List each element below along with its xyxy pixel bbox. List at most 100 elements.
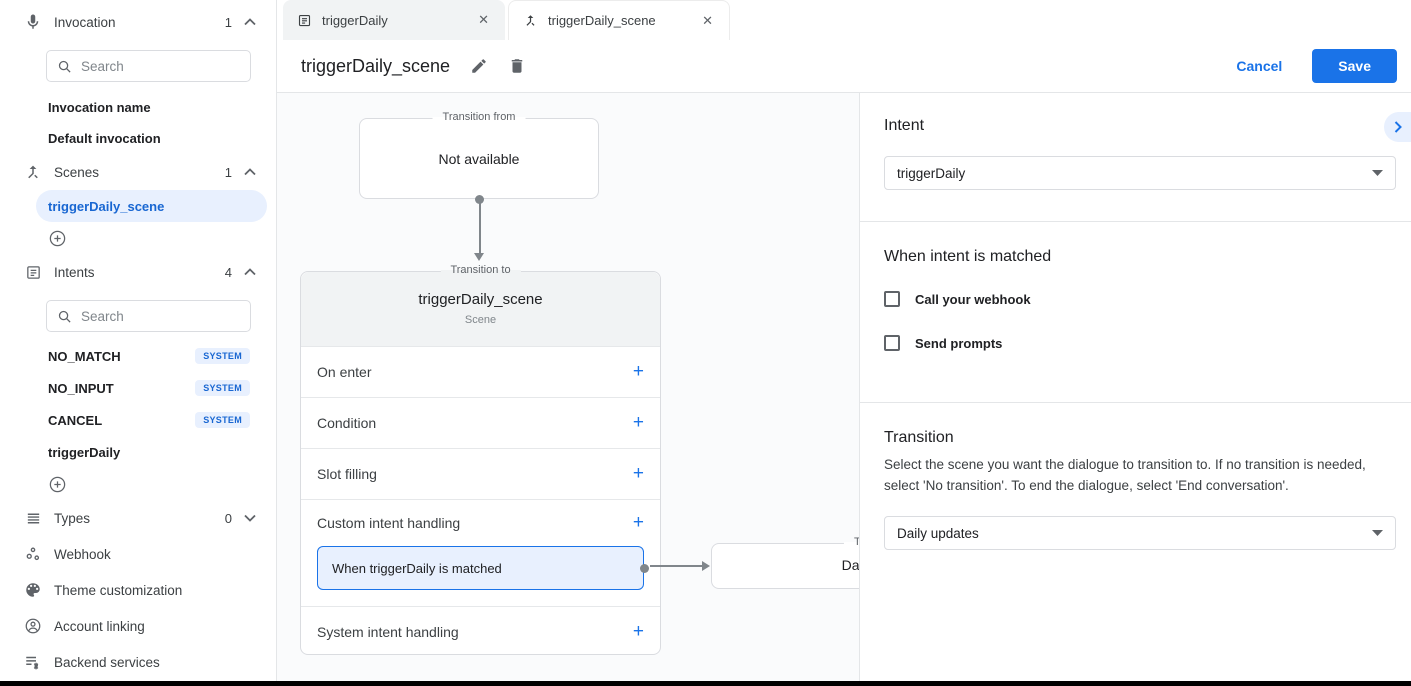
sidebar-section-invocation[interactable]: Invocation 1 <box>0 6 276 38</box>
intent-handler-item[interactable]: When triggerDaily is matched <box>317 546 649 590</box>
scene-row-condition[interactable]: Condition + <box>301 397 660 448</box>
tab-triggerdaily[interactable]: triggerDaily ✕ <box>283 0 505 40</box>
tab-triggerdaily-scene[interactable]: triggerDaily_scene ✕ <box>508 0 730 40</box>
chevron-up-icon[interactable] <box>244 168 256 176</box>
section-count: 1 <box>224 14 232 30</box>
search-input[interactable] <box>81 308 231 324</box>
types-lines-icon <box>22 507 44 529</box>
caret-down-icon <box>1372 170 1383 176</box>
when-matched-section: When intent is matched Call your webhook… <box>860 222 1411 403</box>
chevron-down-icon[interactable] <box>244 514 256 522</box>
scene-card-title: triggerDaily_scene <box>418 291 543 308</box>
transition-select[interactable]: Daily updates <box>884 516 1396 550</box>
cancel-button[interactable]: Cancel <box>1236 58 1283 74</box>
plus-circle-icon <box>48 229 67 248</box>
sidebar-item-triggerdaily[interactable]: triggerDaily <box>0 436 276 468</box>
sidebar: Invocation 1 Invocation name Default inv… <box>0 0 277 681</box>
edit-pencil-icon[interactable] <box>470 57 488 75</box>
sidebar-section-types[interactable]: Types 0 <box>0 502 276 534</box>
section-label: Invocation <box>54 14 116 30</box>
sidebar-item-account-linking[interactable]: Account linking <box>0 610 276 642</box>
custom-intent-head[interactable]: Custom intent handling + <box>301 500 660 546</box>
checkbox-unchecked[interactable] <box>884 291 900 307</box>
item-label: triggerDaily <box>48 444 121 460</box>
sidebar-section-scenes[interactable]: Scenes 1 <box>0 156 276 188</box>
sidebar-item-no-input[interactable]: NO_INPUT SYSTEM <box>0 372 276 404</box>
add-scene-button[interactable] <box>0 222 276 254</box>
sidebar-item-theme-customization[interactable]: Theme customization <box>0 574 276 606</box>
invocation-search[interactable] <box>46 50 251 82</box>
sidebar-item-triggerdaily-scene[interactable]: triggerDaily_scene <box>36 190 267 222</box>
send-prompts-option[interactable]: Send prompts <box>884 334 1387 352</box>
intent-heading: Intent <box>884 117 925 134</box>
add-icon[interactable]: + <box>632 621 644 642</box>
item-label: Invocation name <box>48 99 151 115</box>
item-label: Theme customization <box>54 582 183 598</box>
chevron-up-icon[interactable] <box>244 18 256 26</box>
connector-line <box>479 201 481 253</box>
box-content: Daily updates <box>841 557 860 573</box>
transition-target-box[interactable]: Transition to Daily updates <box>711 536 860 589</box>
sidebar-section-intents[interactable]: Intents 4 <box>0 256 276 288</box>
sidebar-item-invocation-name[interactable]: Invocation name <box>0 91 276 123</box>
item-label: triggerDaily_scene <box>48 198 165 214</box>
item-label: Default invocation <box>48 130 161 146</box>
microphone-icon <box>22 11 44 33</box>
scene-fork-icon <box>22 161 44 183</box>
scene-row-on-enter[interactable]: On enter + <box>301 346 660 397</box>
intent-editor-panel: Intent triggerDaily When intent is match… <box>860 93 1411 681</box>
flow-canvas[interactable]: Transition from Not available Transition… <box>277 93 860 681</box>
call-webhook-option[interactable]: Call your webhook <box>884 290 1387 308</box>
intents-search[interactable] <box>46 300 251 332</box>
close-icon[interactable]: ✕ <box>478 12 489 27</box>
close-icon[interactable]: ✕ <box>702 12 713 28</box>
sidebar-item-default-invocation[interactable]: Default invocation <box>0 122 276 154</box>
palette-icon <box>22 579 44 601</box>
arrow-right-icon <box>702 561 710 571</box>
checkbox-unchecked[interactable] <box>884 335 900 351</box>
sidebar-item-no-match[interactable]: NO_MATCH SYSTEM <box>0 340 276 372</box>
backend-services-icon <box>22 651 44 673</box>
system-badge: SYSTEM <box>195 348 250 364</box>
box-legend: Transition to <box>843 536 859 548</box>
select-value: triggerDaily <box>897 165 966 181</box>
intent-select[interactable]: triggerDaily <box>884 156 1396 190</box>
row-label: On enter <box>317 364 372 380</box>
box-legend: Transition from <box>432 111 526 123</box>
scene-card: Transition to triggerDaily_scene Scene O… <box>300 264 661 657</box>
intent-section: Intent triggerDaily <box>860 93 1411 222</box>
chevron-up-icon[interactable] <box>244 268 256 276</box>
checkbox-label: Call your webhook <box>915 291 1031 307</box>
collapse-panel-button[interactable] <box>1384 112 1411 142</box>
intent-doc-icon <box>297 13 312 28</box>
item-label: NO_INPUT <box>48 380 114 396</box>
intent-list-icon <box>22 261 44 283</box>
transition-from-box: Transition from Not available <box>359 111 599 199</box>
delete-trash-icon[interactable] <box>508 57 526 75</box>
tab-label: triggerDaily_scene <box>548 13 656 28</box>
handler-label: When triggerDaily is matched <box>332 560 502 576</box>
add-intent-button[interactable] <box>0 468 276 500</box>
add-icon[interactable]: + <box>632 412 644 433</box>
add-icon[interactable]: + <box>632 463 644 484</box>
system-badge: SYSTEM <box>195 380 250 396</box>
save-button[interactable]: Save <box>1312 49 1397 83</box>
add-icon[interactable]: + <box>632 512 644 533</box>
sidebar-item-backend-services[interactable]: Backend services <box>0 646 276 678</box>
sidebar-item-webhook[interactable]: Webhook <box>0 538 276 570</box>
section-label: Scenes <box>54 164 100 180</box>
transition-description: Select the scene you want the dialogue t… <box>884 457 1366 493</box>
scene-row-slot-filling[interactable]: Slot filling + <box>301 448 660 499</box>
row-label: Condition <box>317 415 377 431</box>
section-count: 1 <box>224 164 232 180</box>
item-label: NO_MATCH <box>48 348 121 364</box>
add-icon[interactable]: + <box>632 361 644 382</box>
item-label: Account linking <box>54 618 145 634</box>
connector-line <box>650 565 703 567</box>
item-label: Webhook <box>54 546 111 562</box>
sidebar-item-cancel[interactable]: CANCEL SYSTEM <box>0 404 276 436</box>
box-content: Not available <box>438 151 520 167</box>
scene-row-system-intent-handling[interactable]: System intent handling + <box>301 606 660 657</box>
search-input[interactable] <box>81 58 231 74</box>
connector-dot <box>475 195 484 204</box>
